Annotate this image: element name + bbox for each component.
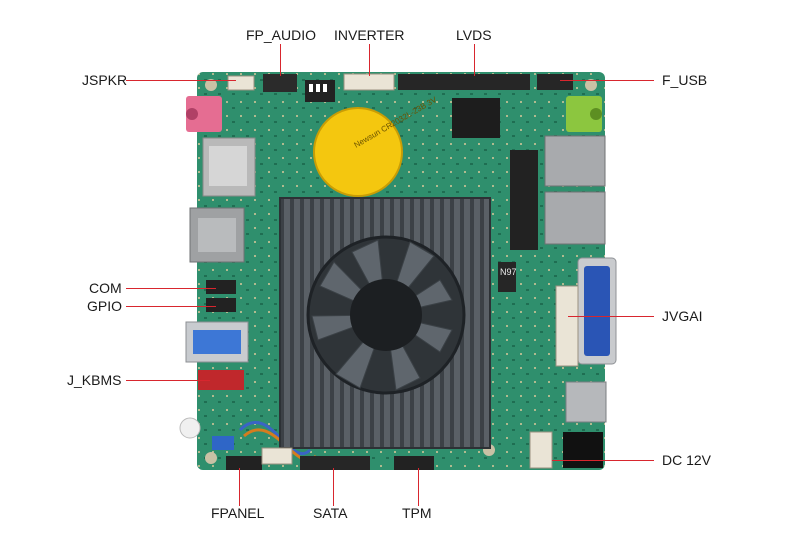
fan-cable	[238, 420, 312, 455]
rj45-stack-2	[544, 191, 606, 245]
label-fp-audio: FP_AUDIO	[246, 27, 317, 43]
sata-connector	[300, 456, 370, 470]
leader-inverter	[369, 44, 370, 76]
com-header	[206, 280, 236, 294]
leader-fpanel	[239, 468, 240, 506]
blue-jumper	[212, 436, 234, 450]
leader-jspkr	[126, 80, 236, 81]
j-kbms-header	[198, 370, 244, 390]
label-lvds: LVDS	[456, 27, 492, 43]
hdmi-port	[565, 381, 607, 423]
leader-com	[126, 288, 216, 289]
audio-jack-pink	[186, 96, 222, 132]
rj45-stack-1	[544, 135, 606, 187]
leader-dc12v	[552, 460, 654, 461]
tpm-header	[394, 456, 434, 470]
jspkr-header	[227, 75, 255, 91]
label-j-kbms: J_KBMS	[67, 372, 122, 388]
leader-tpm	[418, 468, 419, 506]
fpanel-header	[226, 456, 262, 470]
label-jvgai: JVGAI	[662, 308, 703, 324]
leader-j-kbms	[126, 380, 210, 381]
sodimm-slot	[510, 150, 538, 250]
label-tpm: TPM	[402, 505, 432, 521]
label-f-usb: F_USB	[662, 72, 708, 88]
mount-hole	[205, 452, 217, 464]
standoff	[179, 417, 201, 439]
chip	[452, 98, 500, 138]
label-inverter: INVERTER	[334, 27, 405, 43]
audio-jack-green	[566, 96, 602, 132]
leader-f-usb	[560, 80, 654, 81]
label-fpanel: FPANEL	[211, 505, 265, 521]
leader-fp-audio	[280, 44, 281, 76]
leader-sata	[333, 468, 334, 506]
label-jspkr: JSPKR	[82, 72, 128, 88]
chip	[498, 262, 516, 292]
leader-lvds	[474, 44, 475, 76]
chip-text: N97	[500, 267, 517, 277]
gpio-header	[206, 298, 236, 312]
fp-audio-header	[263, 74, 297, 92]
leader-jvgai	[568, 316, 654, 317]
label-com: COM	[89, 280, 122, 296]
leader-gpio	[126, 306, 216, 307]
f-usb-header	[537, 74, 573, 90]
label-gpio: GPIO	[87, 298, 123, 314]
dc-header	[529, 431, 553, 469]
small-white-header	[261, 447, 293, 465]
label-sata: SATA	[313, 505, 348, 521]
jvgai-header	[555, 285, 579, 367]
label-dc12v: DC 12V	[662, 452, 712, 468]
mount-hole	[585, 79, 597, 91]
inverter-header	[343, 73, 395, 91]
dc-jack	[563, 432, 603, 468]
lvds-header	[398, 74, 530, 90]
mount-hole	[205, 79, 217, 91]
cooling-fan	[306, 235, 466, 395]
